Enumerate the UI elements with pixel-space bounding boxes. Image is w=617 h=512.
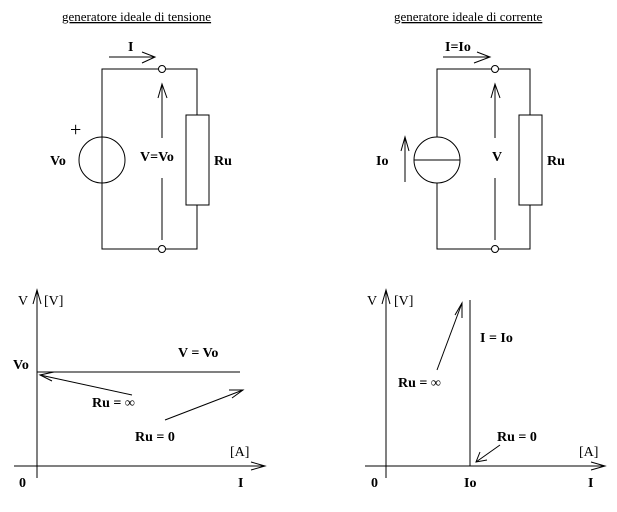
x-axis-label: I [238, 476, 243, 491]
voltage-label: V [492, 150, 502, 165]
wire-bottom-right [162, 205, 198, 250]
wire-top-right [162, 68, 198, 115]
terminal-top [491, 65, 499, 73]
current-generator-circuit: generatore ideale di corrente I=Io Io V … [376, 9, 565, 253]
terminal-bottom [158, 245, 166, 253]
source-label: Vo [50, 154, 66, 169]
voltage-characteristic-graph: V [V] Vo V = Vo Ru = ∞ Ru = 0 [A] 0 I [13, 288, 267, 491]
ru-zero-arrow [164, 389, 245, 421]
source-current-arrow [400, 135, 410, 182]
current-label: I [128, 40, 133, 55]
ru-zero-arrow [475, 444, 501, 463]
voltage-generator-circuit: generatore ideale di tensione I + Vo V=V… [50, 9, 232, 253]
line-label: V = Vo [178, 346, 218, 361]
x-axis-label: I [588, 476, 593, 491]
voltage-arrow [157, 82, 168, 240]
origin-label: 0 [19, 476, 26, 491]
source-label: Io [376, 154, 388, 169]
load-resistor [185, 114, 210, 206]
current-arrow [443, 51, 492, 64]
current-arrow [109, 51, 157, 64]
ru-zero-label: Ru = 0 [497, 430, 537, 445]
current-generator-title: generatore ideale di corrente [394, 9, 543, 24]
ru-zero-label: Ru = 0 [135, 430, 175, 445]
load-label: Ru [547, 154, 565, 169]
y-axis-label: V [367, 294, 377, 309]
x-unit: [A] [579, 445, 598, 460]
terminal-top [158, 65, 166, 73]
ru-inf-label: Ru = ∞ [398, 376, 441, 391]
y-axis-label: V [18, 294, 28, 309]
origin-label: 0 [371, 476, 378, 491]
load-label: Ru [214, 154, 232, 169]
line-label: I = Io [480, 331, 513, 346]
x-unit: [A] [230, 445, 249, 460]
ru-inf-arrow [436, 301, 463, 371]
level-label: Vo [13, 358, 29, 373]
ru-inf-arrow [38, 371, 133, 396]
voltage-generator-title: generatore ideale di tensione [62, 9, 211, 24]
plus-sign: + [70, 119, 81, 141]
voltage-arrow [490, 82, 501, 240]
current-label: I=Io [445, 40, 471, 55]
y-unit: [V] [394, 294, 413, 309]
terminal-bottom [491, 245, 499, 253]
voltage-label: V=Vo [140, 150, 174, 165]
y-unit: [V] [44, 294, 63, 309]
ru-inf-label: Ru = ∞ [92, 396, 135, 411]
level-label: Io [464, 476, 476, 491]
wire-bottom-right [495, 205, 531, 250]
wire-top-right [495, 68, 531, 115]
load-resistor [518, 114, 543, 206]
current-characteristic-graph: V [V] I = Io Ru = ∞ Ru = 0 [A] 0 Io I [365, 288, 607, 491]
